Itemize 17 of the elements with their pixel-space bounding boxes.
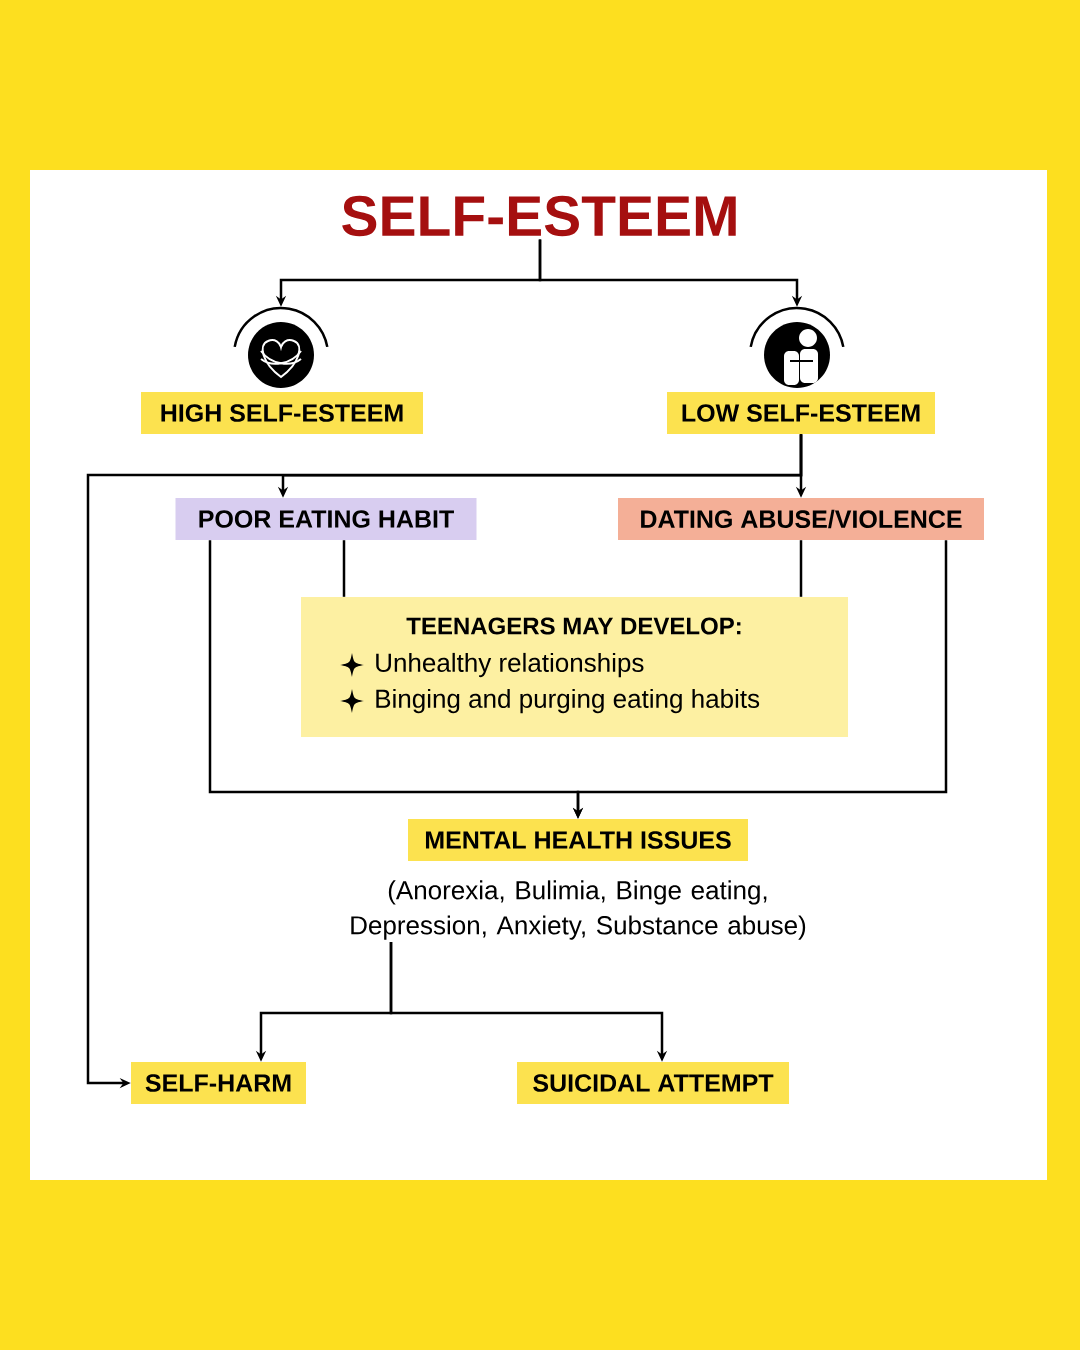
label-box: HIGH SELF-ESTEEM: [141, 392, 423, 434]
list-item: Unhealthy relationships: [376, 652, 644, 678]
label-box: MENTAL HEALTH ISSUES: [408, 819, 748, 861]
title: SELF-ESTEEM: [342, 195, 736, 237]
description-text: (Anorexia, Bulimia, Binge eating, Depression, Anxiety, Substance abuse): [351, 880, 806, 940]
label-box: LOW SELF-ESTEEM: [667, 392, 935, 434]
box-heading: TEENAGERS MAY DEVELOP:: [406, 617, 741, 635]
hug-icon: [233, 306, 329, 388]
info-box: [301, 597, 848, 737]
connector-line: [342, 540, 346, 597]
list-item: Binging and purging eating habits: [376, 688, 760, 714]
label-box: DATING ABUSE/VIOLENCE: [618, 498, 984, 540]
label-box: SELF-HARM: [131, 1062, 306, 1104]
sitting-person-icon: [749, 306, 845, 388]
connector-line: [799, 540, 803, 597]
label-box: SUICIDAL ATTEMPT: [517, 1062, 789, 1104]
label-box: POOR EATING HABIT: [175, 498, 477, 540]
